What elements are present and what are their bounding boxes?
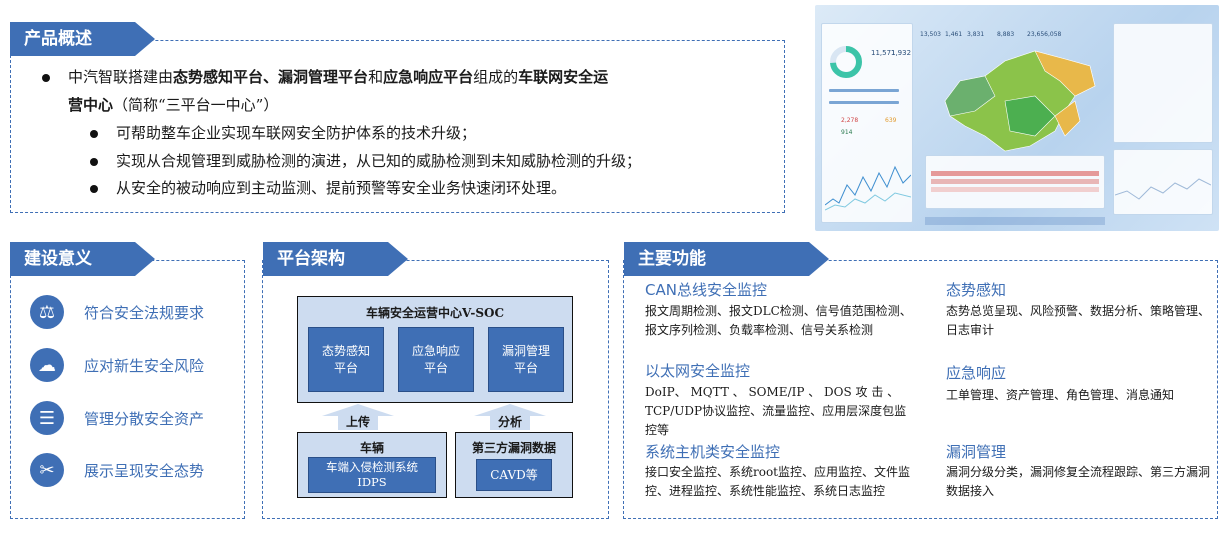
dashboard-stat-4: 8,883 bbox=[997, 31, 1015, 38]
fn-emergency-title: 应急响应 bbox=[946, 364, 1007, 382]
dashboard-stat-2: 1,461 bbox=[945, 31, 963, 38]
bullet-dot bbox=[90, 158, 98, 166]
dashboard-screenshot: 11,571 1,932 2,278 639 914 13,503 1,461 … bbox=[815, 5, 1219, 231]
vehicle-box: 车辆 车端入侵检测系统 IDPS bbox=[297, 432, 447, 498]
significance-item-1: ⚖ 符合安全法规要求 bbox=[30, 292, 204, 332]
fn-can-title: CAN总线安全监控 bbox=[645, 281, 767, 299]
dashboard-num-5: 914 bbox=[841, 129, 853, 136]
dashboard-china-map bbox=[944, 50, 1096, 152]
dashboard-left-card bbox=[821, 23, 913, 223]
architecture-tab: 平台架构 bbox=[263, 242, 408, 276]
analysis-arrow bbox=[474, 404, 546, 430]
functions-panel bbox=[623, 260, 1218, 519]
dashboard-num-3: 2,278 bbox=[841, 117, 859, 124]
dashboard-bar bbox=[829, 89, 899, 92]
dashboard-table-row bbox=[931, 187, 1099, 192]
vehicle-title: 车辆 bbox=[359, 441, 384, 455]
significance-tab: 建设意义 bbox=[10, 242, 155, 276]
platform-emergency-response: 应急响应 平台 bbox=[398, 327, 474, 392]
bullet-dot bbox=[42, 74, 50, 82]
dashboard-donut-chart bbox=[830, 46, 862, 78]
overview-panel bbox=[10, 40, 785, 213]
significance-item-2: ☁ 应对新生安全风险 bbox=[30, 345, 204, 385]
analysis-label: 分析 bbox=[498, 415, 523, 429]
bullet-dot bbox=[90, 130, 98, 138]
vsoc-title: 车辆安全运营中心V-SOC bbox=[365, 306, 505, 320]
fn-vulnerability-title: 漏洞管理 bbox=[946, 443, 1007, 461]
overview-line-2: 营中心（简称“三平台一中心”） bbox=[68, 96, 279, 114]
fn-vulnerability-desc: 漏洞分级分类，漏洞修复全流程跟踪、第三方漏洞数据接入 bbox=[946, 465, 1211, 498]
dashboard-right-card bbox=[1113, 23, 1213, 143]
fn-host-title: 系统主机类安全监控 bbox=[645, 443, 781, 461]
dashboard-num-1: 11,571 bbox=[871, 49, 896, 57]
platform-vulnerability-management: 漏洞管理 平台 bbox=[488, 327, 564, 392]
fn-host-desc: 接口安全监控、系统root监控、应用监控、文件监控、进程监控、系统性能监控、系统… bbox=[645, 465, 911, 498]
third-party-box: 第三方漏洞数据 CAVD等 bbox=[455, 432, 573, 498]
upload-label: 上传 bbox=[346, 415, 371, 429]
dashboard-right-card-2 bbox=[1113, 149, 1213, 215]
dashboard-num-4: 639 bbox=[885, 117, 897, 124]
third-party-title: 第三方漏洞数据 bbox=[471, 441, 556, 455]
upload-arrow bbox=[322, 404, 394, 430]
fn-ethernet-desc: DoIP、 MQTT 、 SOME/IP 、 DOS 攻 击 、TCP/UDP协… bbox=[645, 385, 907, 437]
sliders-icon: ☰ bbox=[30, 401, 64, 435]
fn-ethernet-title: 以太网安全监控 bbox=[645, 362, 751, 380]
dashboard-num-2: 1,932 bbox=[891, 49, 912, 57]
dashboard-line-chart bbox=[825, 165, 911, 211]
idps-block: 车端入侵检测系统 IDPS bbox=[308, 457, 436, 493]
vsoc-box: 车辆安全运营中心V-SOC 态势感知 平台 应急响应 平台 漏洞管理 平台 bbox=[297, 296, 573, 403]
overview-bullet-1: 可帮助整车企业实现车联网安全防护体系的技术升级； bbox=[90, 122, 476, 144]
dashboard-bottom-nav bbox=[925, 217, 1105, 225]
dashboard-stat-3: 3,831 bbox=[967, 31, 985, 38]
functions-tab: 主要功能 bbox=[624, 242, 829, 276]
overview-line-1: 中汽智联搭建由态势感知平台、漏洞管理平台和应急响应平台组成的车联网安全运 bbox=[42, 66, 608, 88]
bullet-dot bbox=[90, 185, 98, 193]
platform-situational-awareness: 态势感知 平台 bbox=[308, 327, 384, 392]
dashboard-bar bbox=[829, 101, 899, 104]
cavd-block: CAVD等 bbox=[476, 459, 552, 491]
dashboard-right-chart bbox=[1115, 178, 1211, 200]
fn-situational-title: 态势感知 bbox=[946, 281, 1007, 299]
significance-item-3: ☰ 管理分散安全资产 bbox=[30, 398, 204, 438]
gavel-icon: ⚖ bbox=[30, 295, 64, 329]
dashboard-stat-5: 23,656,058 bbox=[1027, 31, 1062, 38]
significance-item-4: ✂ 展示呈现安全态势 bbox=[30, 450, 204, 490]
fn-can-desc: 报文周期检测、报文DLC检测、信号值范围检测、报文序列检测、负载率检测、信号关系… bbox=[645, 304, 912, 337]
fn-situational-desc: 态势总览呈现、风险预警、数据分析、策略管理、日志审计 bbox=[946, 304, 1211, 337]
fn-emergency-desc: 工单管理、资产管理、角色管理、消息通知 bbox=[946, 388, 1175, 402]
architecture-panel bbox=[262, 260, 609, 519]
overview-tab: 产品概述 bbox=[10, 22, 155, 56]
dashboard-stat-1: 13,503 bbox=[920, 31, 941, 38]
overview-bullet-2: 实现从合规管理到威胁检测的演进，从已知的威胁检测到未知威胁检测的升级； bbox=[90, 150, 641, 172]
dashboard-table-row bbox=[931, 171, 1099, 176]
tools-icon: ✂ bbox=[30, 453, 64, 487]
dashboard-table-row bbox=[931, 179, 1099, 184]
overview-bullet-3: 从安全的被动响应到主动监测、提前预警等安全业务快速闭环处理。 bbox=[90, 177, 566, 199]
cloud-alert-icon: ☁ bbox=[30, 348, 64, 382]
